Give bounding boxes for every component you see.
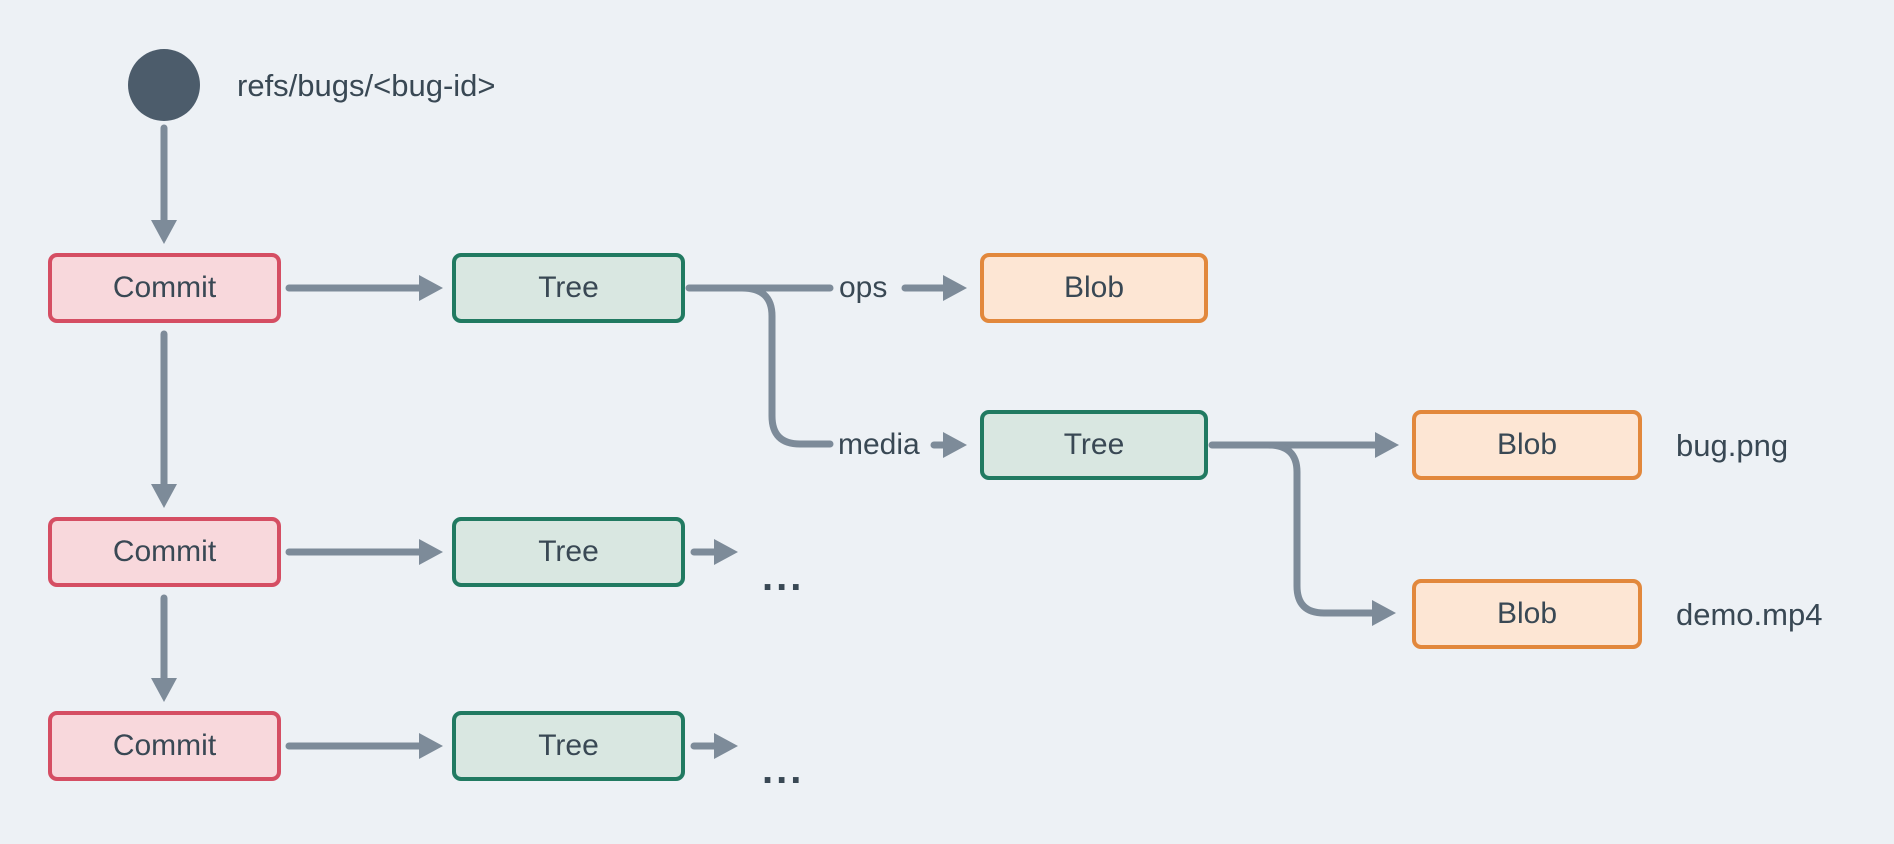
- node-tree-media: Tree: [980, 410, 1208, 480]
- file-label-bug-png: bug.png: [1676, 428, 1789, 463]
- node-blob-demo-label: Blob: [1496, 597, 1558, 630]
- node-blob-bug-label: Blob: [1496, 428, 1558, 461]
- node-tree-media-label: Tree: [1063, 428, 1125, 461]
- node-tree-root-1-label: Tree: [538, 271, 599, 304]
- ref-circle: [128, 49, 200, 121]
- node-blob-demo: Blob: [1412, 579, 1642, 649]
- node-blob-ops: Blob: [980, 253, 1208, 323]
- edge-label-ops: ops: [839, 271, 888, 304]
- node-tree-root-3-label: Tree: [538, 729, 599, 762]
- edge-label-media: media: [838, 428, 920, 461]
- edge-tree1-branch-media: [738, 284, 834, 448]
- node-blob-ops-label: Blob: [1063, 271, 1125, 304]
- node-tree-root-2-label: Tree: [538, 535, 599, 568]
- node-tree-root-3: Tree: [452, 711, 685, 781]
- node-commit-2: Commit: [48, 517, 281, 587]
- ellipsis-row-2: ...: [762, 555, 805, 599]
- node-blob-bug: Blob: [1412, 410, 1642, 480]
- node-commit-1: Commit: [48, 253, 281, 323]
- node-tree-root-2: Tree: [452, 517, 685, 587]
- node-commit-1-label: Commit: [112, 271, 217, 304]
- edge-treemedia-branch-blobdemo: [1264, 441, 1396, 626]
- node-commit-2-label: Commit: [112, 535, 217, 568]
- node-commit-3-label: Commit: [112, 729, 217, 762]
- file-label-demo-mp4: demo.mp4: [1676, 597, 1823, 632]
- node-commit-3: Commit: [48, 711, 281, 781]
- node-tree-root-1: Tree: [452, 253, 685, 323]
- ellipsis-row-3: ...: [762, 748, 805, 792]
- ref-label: refs/bugs/<bug-id>: [237, 68, 496, 103]
